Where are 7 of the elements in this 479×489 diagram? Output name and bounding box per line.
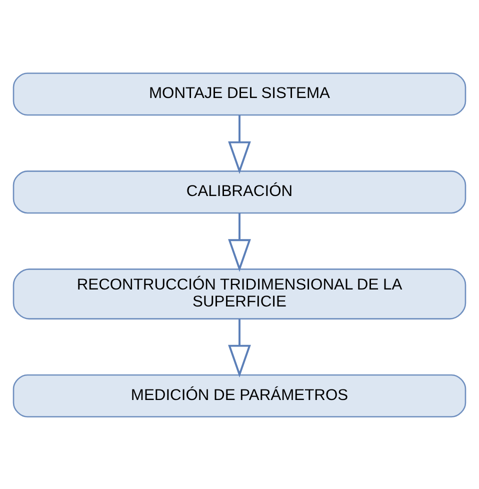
node-box: CALIBRACIÓN: [12, 170, 466, 214]
node-box: MEDICIÓN DE PARÁMETROS: [12, 374, 466, 417]
arrow: [228, 114, 251, 174]
arrow: [228, 212, 251, 272]
node-box: MONTAJE DEL SISTEMA: [12, 72, 466, 116]
arrow: [228, 318, 251, 378]
node-box: RECONTRUCCIÓN TRIDIMENSIONAL DE LA SUPERFICIE: [12, 268, 466, 319]
